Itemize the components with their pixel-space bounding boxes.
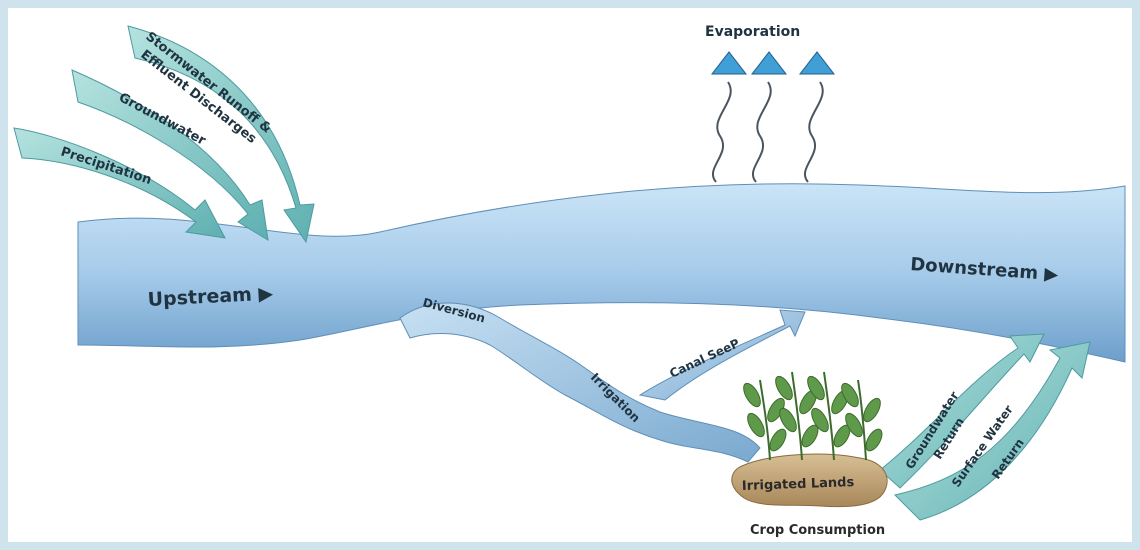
evaporation-arrows bbox=[713, 82, 823, 182]
evaporation-wave-2 bbox=[753, 82, 771, 182]
water-balance-diagram: Evaporation Stormwater Runoff & Effluent… bbox=[8, 8, 1132, 542]
crop-plant-4 bbox=[838, 380, 885, 460]
evaporation-triangle-2 bbox=[752, 52, 786, 74]
crop-plants bbox=[740, 372, 885, 460]
crop-consumption-label: Crop Consumption bbox=[750, 523, 885, 538]
diversion-channel bbox=[400, 303, 760, 462]
evaporation-wave-3 bbox=[805, 82, 823, 182]
evaporation-label: Evaporation bbox=[705, 24, 800, 40]
precipitation-label: Precipitation bbox=[59, 145, 154, 188]
evaporation-wave-1 bbox=[713, 82, 731, 182]
evaporation-triangle-1 bbox=[712, 52, 746, 74]
canal-seep-label: Canal SeeP bbox=[667, 336, 742, 381]
evaporation-triangle-3 bbox=[800, 52, 834, 74]
diagram-panel: Evaporation Stormwater Runoff & Effluent… bbox=[8, 8, 1132, 542]
